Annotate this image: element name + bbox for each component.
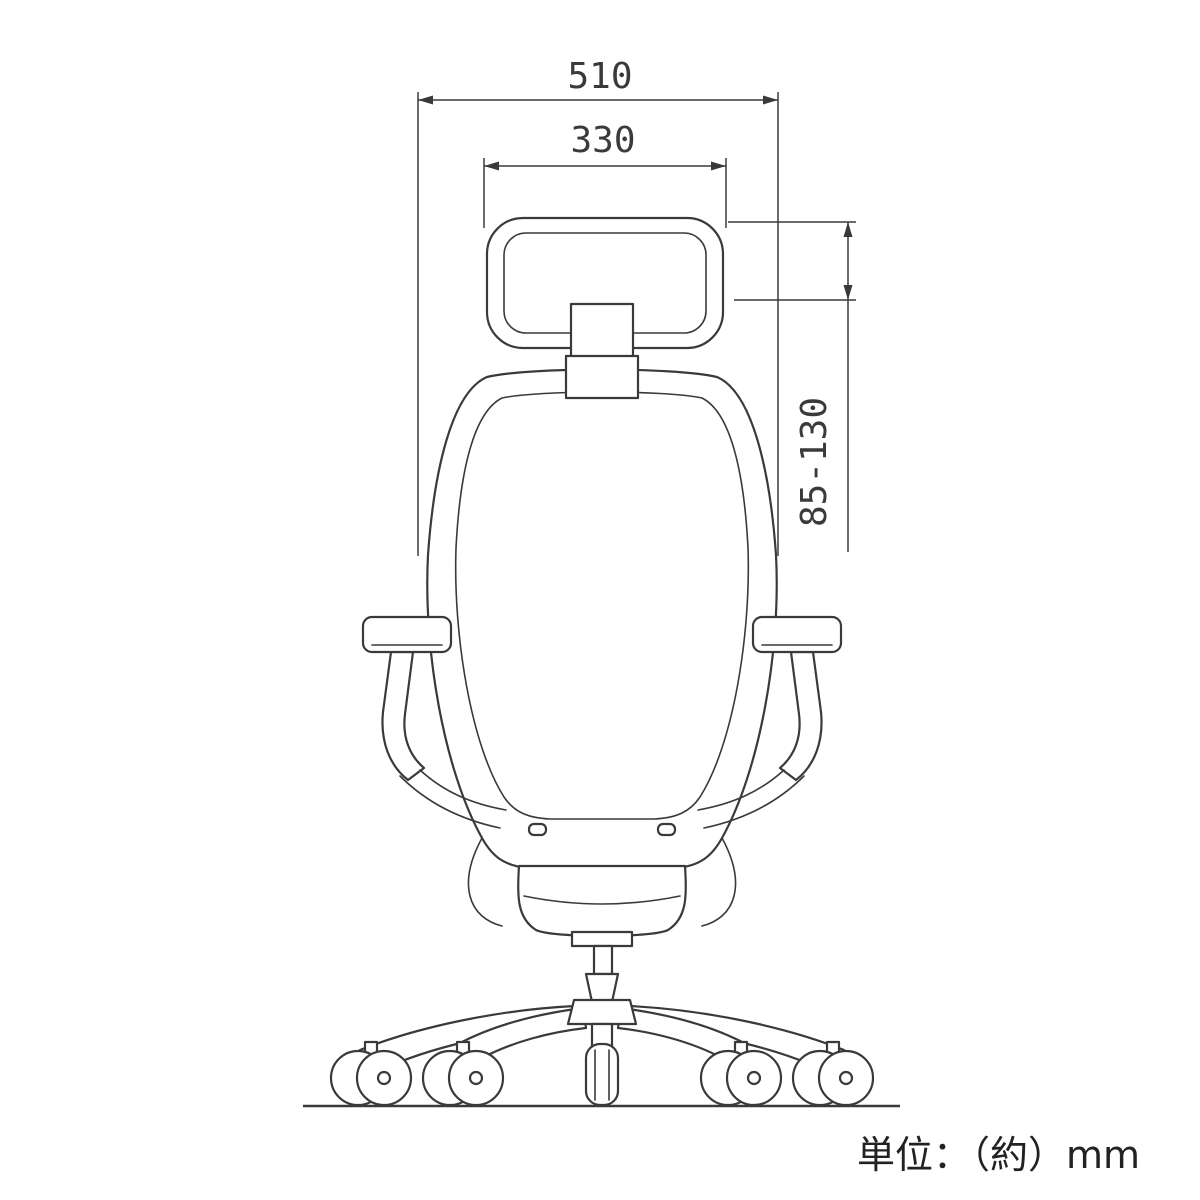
mechanism-block — [570, 930, 634, 948]
unit-note: 単位：（約）mm — [857, 1133, 1140, 1177]
cylinder-upper — [592, 944, 614, 976]
rear-leg — [590, 1022, 614, 1048]
arrow-down-icon — [843, 285, 853, 300]
backrest-frame — [426, 368, 778, 870]
arrow-right-icon — [763, 95, 778, 105]
dimension-overall-width: 510 — [417, 56, 779, 556]
dimension-label-headrest-height-range: 85-130 — [794, 397, 835, 527]
chair-drawing — [303, 216, 900, 1108]
dimension-label-headrest-width: 330 — [570, 120, 635, 161]
dimension-annotations: 510 330 85-130 — [417, 56, 856, 556]
backrest-slot-left — [527, 822, 548, 837]
caster-center — [584, 1042, 620, 1107]
seat-shell-outline — [517, 864, 687, 938]
seat-shell — [517, 864, 687, 938]
cylinder-cone — [584, 972, 620, 1004]
backrest-side-support-left — [467, 837, 503, 927]
backrest-side-support-right — [701, 837, 737, 927]
arrow-right-icon — [711, 161, 726, 171]
backrest — [426, 368, 778, 927]
arrow-left-icon — [418, 95, 433, 105]
dimension-label-overall-width: 510 — [567, 56, 632, 97]
backrest-mesh — [454, 391, 750, 820]
base-hub — [566, 998, 638, 1026]
backrest-slot-right — [656, 822, 677, 837]
arrow-left-icon — [484, 161, 499, 171]
arrow-up-icon — [843, 222, 853, 237]
headrest-bracket — [564, 302, 640, 400]
seat-shell-crease — [523, 895, 681, 905]
headrest — [485, 216, 725, 400]
base — [329, 998, 875, 1107]
dimension-headrest-width: 330 — [483, 120, 727, 228]
dimension-headrest-height-range: 85-130 — [728, 221, 856, 552]
seat-mechanism — [570, 930, 634, 1004]
